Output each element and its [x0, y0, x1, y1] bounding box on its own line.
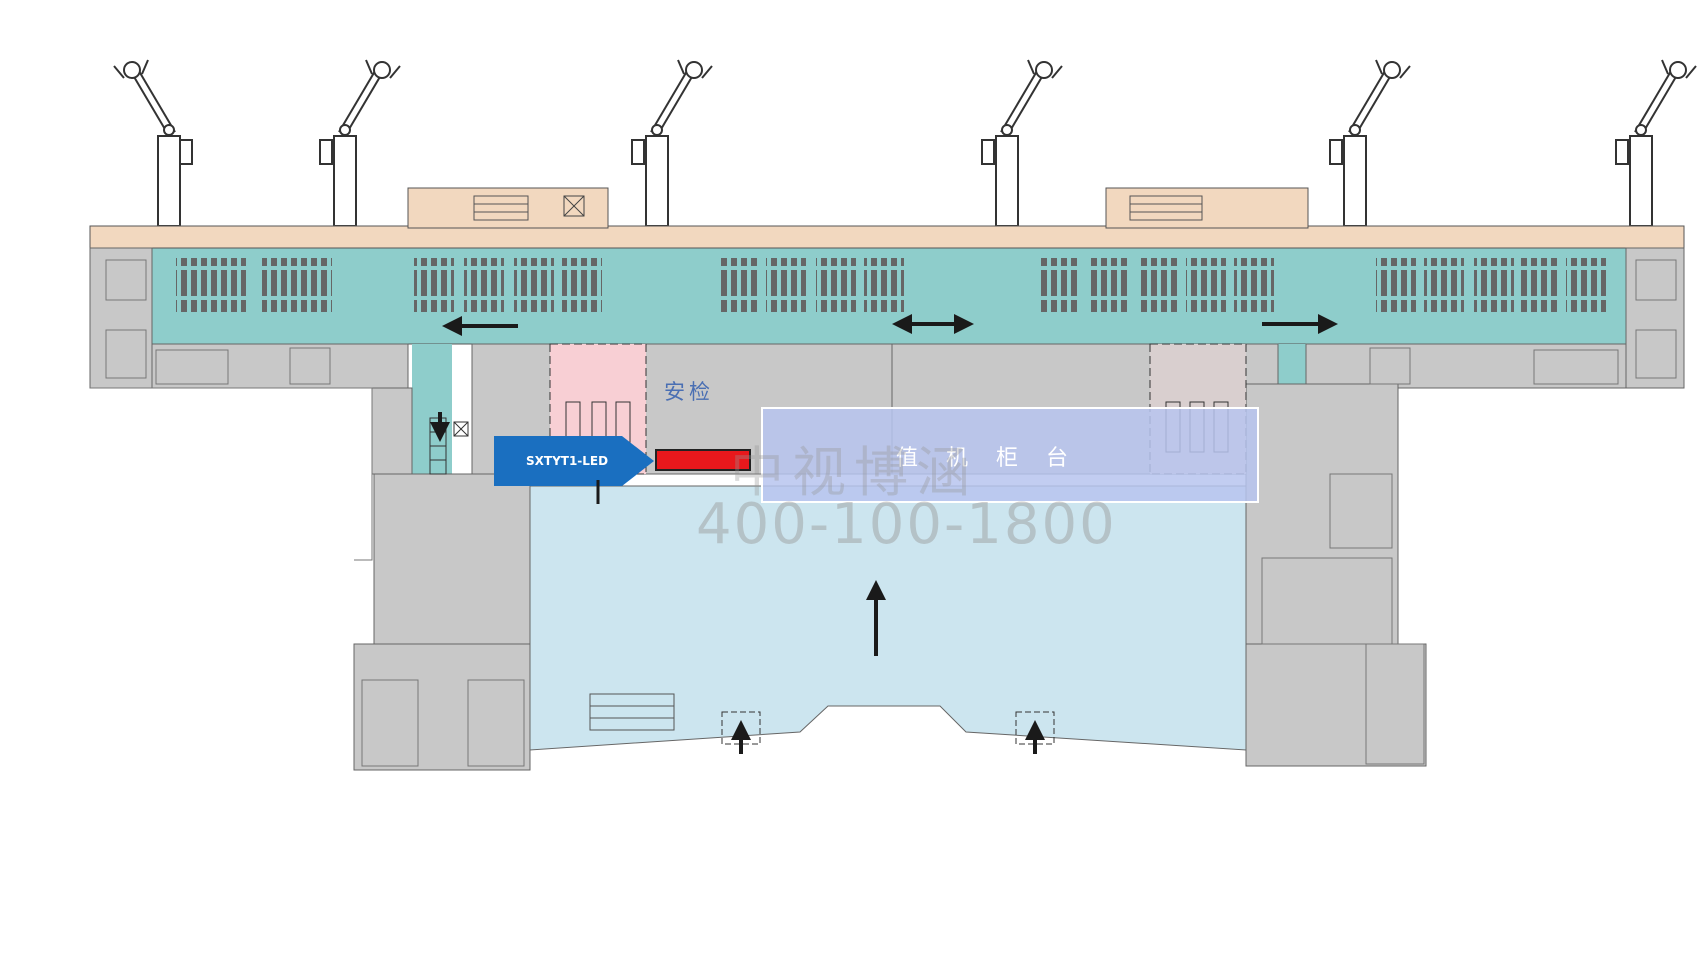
watermark-company: 中视博涵	[730, 441, 978, 504]
seating-icon	[414, 258, 454, 312]
seating-icon	[1090, 258, 1130, 312]
jet-bridge-icon	[1329, 59, 1411, 227]
seating-icon	[1186, 258, 1226, 312]
airside-concourse	[89, 247, 1685, 474]
room-outlines	[90, 259, 1677, 767]
seating-icon	[1474, 258, 1514, 312]
ad-position-code: SXTYT1-LED	[526, 454, 609, 468]
security-label: 安检	[664, 380, 714, 404]
entrance-door-icon	[721, 711, 761, 754]
flow-arrows	[430, 314, 1338, 656]
elevator-icon	[563, 195, 585, 217]
seating-icon	[864, 258, 904, 312]
seating-icon	[1234, 258, 1274, 312]
seating-icon	[514, 258, 554, 312]
seating-icon	[1566, 258, 1606, 312]
checkin-zone	[761, 407, 1259, 503]
apron-strip	[89, 187, 1685, 249]
jet-bridge-icon	[1615, 59, 1697, 227]
watermark-phone: 400-100-1800	[696, 492, 1117, 557]
seating-icon	[718, 258, 758, 312]
seating-icon	[1138, 258, 1178, 312]
seating-icon	[766, 258, 806, 312]
jet-bridge-icon	[319, 59, 401, 227]
seating-icon	[1520, 258, 1560, 312]
seating-icon	[562, 258, 602, 312]
ad-position-tag	[494, 436, 654, 486]
seating-icon	[1424, 258, 1464, 312]
checkin-counter-label: 值机柜台	[895, 446, 1096, 471]
jet-bridges	[113, 59, 1697, 227]
landside-hall	[529, 485, 1247, 751]
jet-bridge-icon	[981, 59, 1063, 227]
seating-icon	[816, 258, 856, 312]
elevator-icon	[453, 421, 469, 437]
jet-bridge-icon	[113, 59, 193, 227]
seating-icon	[1376, 258, 1416, 312]
seating-icon	[1040, 258, 1080, 312]
jet-bridge-icon	[631, 59, 713, 227]
seating-icon	[464, 258, 504, 312]
seating-icon	[262, 258, 332, 312]
led-screen	[655, 449, 751, 471]
seating-icon	[176, 258, 246, 312]
entrance-door-icon	[1015, 711, 1055, 754]
